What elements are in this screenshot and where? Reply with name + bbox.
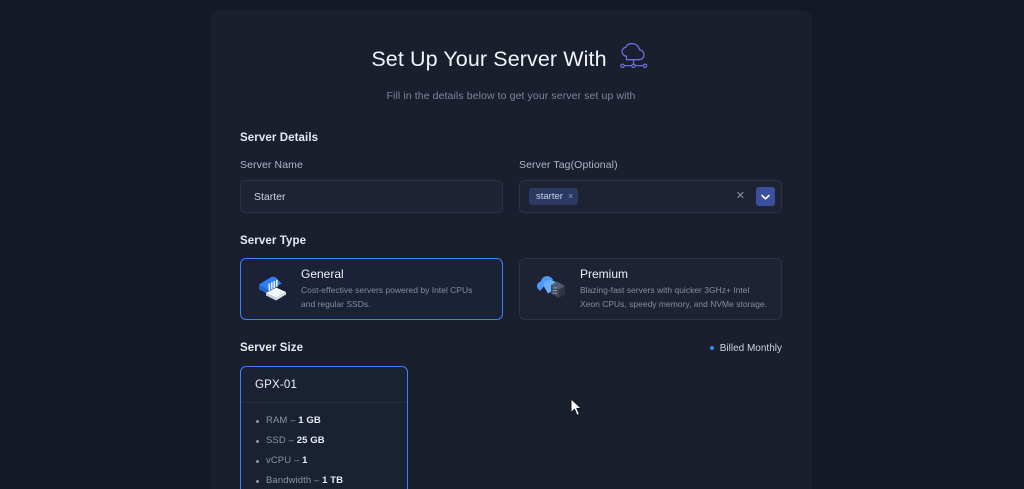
plan-spec-ram-value: 1 GB (298, 415, 321, 426)
chevron-down-icon[interactable] (756, 187, 775, 206)
plan-card-gpx-01[interactable]: GPX-01 RAM – 1 GB SSD – 25 GB vCPU – 1 (240, 366, 408, 489)
plan-spec-bandwidth-label: Bandwidth – (266, 475, 323, 486)
server-details-fields: Server Name Starter Server Tag(Optional) (240, 155, 782, 213)
server-name-value: Starter (254, 190, 286, 203)
server-type-card-premium[interactable]: Premium Blazing-fast servers with quicke… (519, 258, 782, 320)
server-details-heading: Server Details (240, 132, 319, 144)
server-type-options: General Cost-effective servers powered b… (240, 258, 782, 320)
billing-cycle-indicator[interactable]: Billed Monthly (709, 342, 782, 354)
server-type-general-name: General (301, 267, 344, 282)
server-type-premium-name: Premium (580, 267, 629, 282)
server-tag-label: Server Tag(Optional) (519, 159, 618, 171)
server-type-general-description: Cost-effective servers powered by Intel … (301, 285, 473, 309)
server-type-general-text: General Cost-effective servers powered b… (301, 267, 488, 310)
page-title: Set Up Your Server With (371, 47, 607, 71)
server-tag-input[interactable]: starter × ✕ (519, 180, 782, 213)
server-size-heading: Server Size (240, 342, 304, 354)
plan-spec-ram: RAM – 1 GB (255, 415, 393, 426)
server-type-heading: Server Type (240, 235, 307, 247)
tag-chip-label: starter (536, 191, 563, 202)
clear-tags-icon[interactable]: ✕ (735, 190, 745, 202)
server-name-label: Server Name (240, 159, 303, 171)
server-type-section: Server Type (240, 235, 782, 320)
billing-dot-icon (709, 346, 714, 350)
cloud-network-icon (617, 42, 651, 76)
plan-spec-ssd-value: 25 GB (296, 435, 325, 446)
plan-spec-vcpu-value: 1 (302, 455, 308, 466)
server-name-input[interactable]: Starter (240, 180, 503, 213)
setup-panel: Set Up Your Server With Fill in the deta… (210, 10, 812, 489)
billing-cycle-label: Billed Monthly (719, 342, 782, 354)
plan-specs-list: RAM – 1 GB SSD – 25 GB vCPU – 1 Bandwidt… (241, 403, 407, 489)
plan-spec-ram-label: RAM – (266, 415, 299, 426)
server-type-card-general[interactable]: General Cost-effective servers powered b… (240, 258, 503, 320)
cloud-server-general-icon (255, 271, 289, 308)
plan-divider (241, 402, 407, 403)
server-size-header-row: Server Size Billed Monthly (240, 342, 782, 354)
title-row: Set Up Your Server With (240, 42, 782, 76)
server-details-section: Server Details Server Name Starter (240, 132, 782, 213)
plan-spec-bandwidth: Bandwidth – 1 TB (255, 475, 393, 486)
plan-spec-ssd: SSD – 25 GB (255, 435, 393, 446)
tag-chip-remove-icon[interactable]: × (567, 191, 574, 201)
server-tag-field-group: Server Tag(Optional) starter × ✕ (519, 155, 782, 213)
server-type-premium-text: Premium Blazing-fast servers with quicke… (580, 267, 767, 310)
plan-name: GPX-01 (255, 379, 298, 391)
server-name-field-group: Server Name Starter (240, 155, 503, 213)
page-header: Set Up Your Server With Fill in the deta… (240, 10, 782, 102)
page-subtitle: Fill in the details below to get your se… (386, 90, 636, 102)
plan-spec-vcpu: vCPU – 1 (255, 455, 393, 466)
tag-chip-starter[interactable]: starter × (529, 188, 579, 205)
plan-spec-vcpu-label: vCPU – (266, 455, 303, 466)
cloud-server-premium-icon (534, 271, 568, 308)
server-size-section: Server Size Billed Monthly GPX-01 RAM – … (240, 342, 782, 489)
server-type-premium-description: Blazing-fast servers with quicker 3GHz+ … (580, 285, 767, 309)
plan-spec-ssd-label: SSD – (266, 435, 297, 446)
plan-spec-bandwidth-value: 1 TB (322, 475, 344, 486)
server-size-plans: GPX-01 RAM – 1 GB SSD – 25 GB vCPU – 1 (240, 366, 782, 489)
